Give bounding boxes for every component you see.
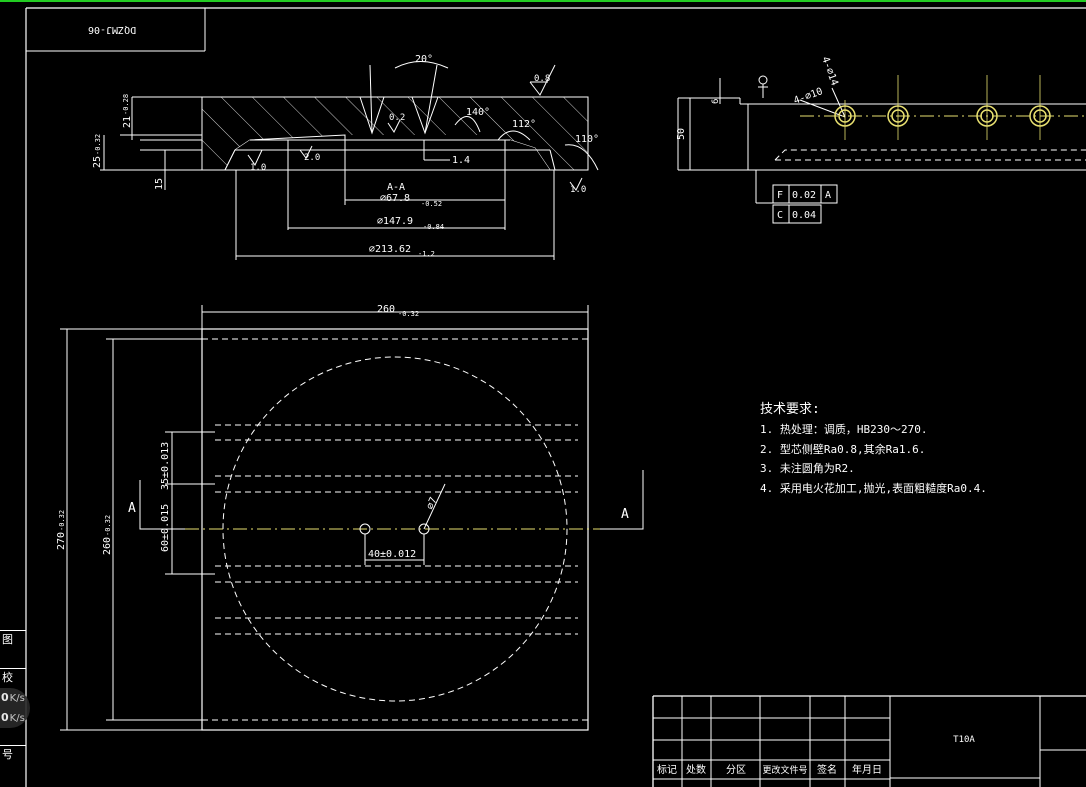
roughness-b-label: 2.0 bbox=[304, 153, 320, 163]
tb-header-6: 年月日 bbox=[852, 763, 882, 776]
section-label: A-A bbox=[387, 182, 405, 193]
dia-213-label: ⌀213.62 bbox=[369, 244, 411, 255]
tb-header-5: 签名 bbox=[817, 763, 837, 776]
roughness-top-label: 0.8 bbox=[534, 74, 550, 84]
title-block: T10A 标记 处数 分区 更改文件号 签名 年月日 bbox=[652, 695, 1086, 787]
dia-hole-label: ⌀7 bbox=[425, 496, 440, 512]
plan-width-label: 260 bbox=[377, 304, 395, 315]
tech-title: 技术要求: bbox=[760, 402, 820, 417]
angle-right-label: 110° bbox=[575, 134, 599, 145]
tech-item-4: 4. 采用电火花加工,抛光,表面粗糙度Ra0.4. bbox=[760, 481, 987, 495]
side-label-number: 号 bbox=[0, 745, 26, 763]
download-speed: 0 bbox=[1, 711, 9, 724]
dim-40-label: 40±0.012 bbox=[368, 549, 416, 560]
network-speed-widget[interactable]: 0K/s 0K/s bbox=[0, 688, 30, 728]
roughness-d-label: 1.0 bbox=[570, 185, 586, 195]
upload-speed: 0 bbox=[1, 691, 9, 704]
dia-67-tol: -0.52 bbox=[421, 200, 442, 208]
gdt-r2-c2: 0.04 bbox=[792, 210, 816, 221]
roughness-c-label: 1.0 bbox=[250, 163, 266, 173]
material-label: T10A bbox=[953, 735, 975, 745]
tech-item-2: 2. 型芯侧壁Ra0.8,其余Ra1.6. bbox=[760, 442, 925, 456]
tb-header-1: 标记 bbox=[657, 764, 677, 776]
dim-25-tol: -0.32 bbox=[94, 134, 102, 155]
dim-21-tol: -0.28 bbox=[122, 94, 130, 115]
dim-35-label: 35±0.013 bbox=[160, 442, 171, 490]
dia-147-tol: -0.84 bbox=[423, 223, 444, 231]
top-accent-bar bbox=[0, 0, 1086, 2]
plan-view: 260 -0.32 270 -0.32 260 -0.32 35±0.013 6… bbox=[56, 304, 644, 731]
tech-item-1: 1. 热处理：调质，HB230～270. bbox=[760, 423, 927, 436]
section-mark-left: A bbox=[128, 501, 136, 516]
height-outer-label: 270 bbox=[56, 532, 67, 550]
dim-60-label: 60±0.015 bbox=[160, 504, 171, 552]
angle-mid-label: 112° bbox=[512, 119, 536, 130]
side-label-drawing: 图 bbox=[0, 630, 26, 648]
angle-left-label: 140° bbox=[466, 107, 490, 118]
dia-213-tol: -1.2 bbox=[418, 250, 435, 258]
section-view: 20° 140° 112° 110° 0.8 0.2 2.0 1.0 1.0 1… bbox=[92, 54, 599, 260]
roughness-a-label: 0.2 bbox=[389, 113, 405, 123]
tech-requirements: 技术要求: 1. 热处理：调质，HB230～270. 2. 型芯侧壁Ra0.8,… bbox=[760, 402, 987, 495]
depth-small-label: 1.4 bbox=[452, 155, 470, 166]
dim-21-label: 21 bbox=[122, 116, 133, 128]
drawing-frame bbox=[25, 7, 1086, 787]
gdt-r1-c3: A bbox=[825, 190, 831, 201]
height-outer-tol: -0.32 bbox=[58, 510, 66, 531]
download-unit: K/s bbox=[9, 713, 25, 724]
tb-header-2: 处数 bbox=[686, 763, 706, 776]
dim-50-label: 50 bbox=[676, 128, 687, 140]
side-label-check: 校 bbox=[0, 668, 26, 686]
drawing-code: DQZMJ-06 bbox=[88, 24, 136, 35]
dim-25-label: 25 bbox=[92, 156, 103, 168]
tb-header-4: 更改文件号 bbox=[762, 764, 807, 776]
angle-top-label: 20° bbox=[415, 54, 433, 65]
section-mark-right: A bbox=[621, 507, 629, 522]
gdt-r1-c1: F bbox=[777, 190, 783, 201]
height-inner-tol: -0.32 bbox=[104, 515, 112, 536]
height-inner-label: 260 bbox=[102, 537, 113, 555]
gdt-r2-c1: C bbox=[777, 210, 783, 221]
dim-15-label: 15 bbox=[154, 178, 165, 190]
tech-item-3: 3. 未注圆角为R2. bbox=[760, 461, 855, 475]
gdt-r1-c2: 0.02 bbox=[792, 190, 816, 201]
detail-view: 50 6 4-⌀10 4-⌀14 F 0.02 A C 0.04 bbox=[676, 55, 1086, 224]
dia-147-label: ⌀147.9 bbox=[377, 216, 413, 227]
dim-6-label: 6 bbox=[711, 99, 721, 104]
holes-label-2: 4-⌀14 bbox=[819, 55, 840, 87]
plan-width-tol: -0.32 bbox=[398, 310, 419, 318]
upload-unit: K/s bbox=[9, 693, 25, 704]
dia-67-label: ⌀67.8 bbox=[380, 193, 410, 204]
tb-header-3: 分区 bbox=[726, 764, 746, 776]
